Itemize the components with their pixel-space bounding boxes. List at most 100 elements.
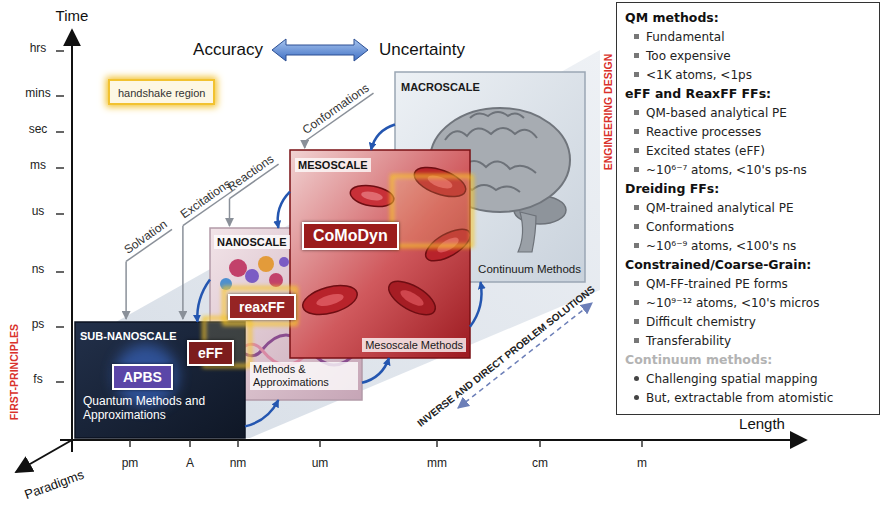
label-holder: sec [29,119,48,137]
text-holder: MESOSCALE [295,155,371,173]
info-row: eFF and ReaxFF FFs: [625,84,871,103]
info-row: Fundamental [625,27,871,46]
axis-label: Length [739,415,785,432]
section-heading: Dreiding FFs: [625,181,719,196]
label-holder: Accuracy [193,40,263,60]
label-holder: pm [122,453,139,471]
scale-label: NANOSCALE [214,235,290,249]
axis-label: Conformations [300,81,372,137]
info-row: QM-trained analytical PE [625,198,871,217]
label-holder: cm [532,453,548,471]
axis-label: INVERSE AND DIRECT PROBLEM SOLUTIONS [415,284,597,429]
axis-label: mins [25,86,50,100]
label-holder: nm [230,453,247,471]
axis-label: Time [56,7,89,24]
info-row: Continuum methods: [625,350,871,369]
axis-label: Accuracy [193,40,263,59]
accuracy-arrow [272,39,368,61]
blood-cell-picture [300,161,470,321]
bullet-item: Conformations [646,220,734,234]
square-bullet [634,110,639,115]
square-bullet [634,148,639,153]
info-row: But, extractable from atomistic [625,388,871,407]
bullet-item: ~10⁶⁻⁹ atoms, <100's ns [646,239,796,253]
label-holder: fs [33,369,42,387]
bullet-item: ~10⁶⁻⁷ atoms, <10's ps-ns [646,163,807,177]
scale-panel: MESOSCALE Mesoscale Methods CoMoDyn [290,150,470,358]
coupling-arrow [245,400,278,426]
round-bullet [634,395,639,400]
square-bullet [634,243,639,248]
square-bullet [634,72,639,77]
axis-label: ps [32,317,45,331]
scale-panel: NANOSCALEMethods & ApproximationsreaxFF [210,228,362,400]
scale-label: SUB-NANOSCALE [80,330,177,342]
bullet-item: QM-FF-trained PE forms [646,277,788,291]
legend-text: handshake region [118,87,205,99]
coupling-arrow [278,192,290,228]
axis-label: Reactions [225,152,277,194]
square-bullet [634,224,639,229]
label-holder: ms [30,155,46,173]
method-label: Methods & Approximations [250,362,358,390]
coupling-arrow [197,280,210,322]
axis-label: ms [30,158,46,172]
label-holder: ns [32,259,45,277]
label-holder: Conformations [298,78,372,138]
axis-label: sec [29,122,48,136]
label-holder: hrs [30,38,47,56]
square-bullet [634,205,639,210]
label-holder: Reactions [223,149,277,194]
bullet-item: But, extractable from atomistic [646,391,833,405]
label-holder: Length [739,415,785,433]
axis-label: mm [427,456,447,470]
axis-label: Paradigms [22,467,86,502]
info-row: Too expensive [625,46,871,65]
square-bullet [634,300,639,305]
section-heading: QM methods: [625,10,719,25]
scale-panel: MACROSCALEContinuum Methods [395,72,585,282]
scale-label: MESOSCALE [295,158,371,172]
text-holder: SUB-NANOSCALE [80,326,177,344]
info-panel: QM methods: FundamentalToo expensive<1K a… [616,2,880,415]
method-box: APBS [112,364,173,390]
section-heading: eFF and ReaxFF FFs: [625,86,771,101]
info-row: QM-based analytical PE [625,103,871,122]
square-bullet [634,129,639,134]
info-row: ~10⁶⁻⁹ atoms, <100's ns [625,236,871,255]
info-row: Challenging spatial mapping [625,369,871,388]
method-box: CoMoDyn [302,222,399,250]
label-holder: FIRST-PRINCIPLES [4,324,22,420]
method-name: CoMoDyn [313,227,388,245]
legend-swatch: handshake region [108,79,215,105]
info-row: ~10⁶⁻⁷ atoms, <10's ps-ns [625,160,871,179]
info-row: <1K atoms, <1ps [625,65,871,84]
label-holder: ps [32,314,45,332]
bullet-item: Transferability [646,334,731,348]
info-row: QM methods: [625,8,871,27]
bullet-item: QM-trained analytical PE [646,201,794,215]
axis-label: us [32,204,45,218]
method-label: Mesoscale Methods [362,338,466,352]
sub-nanoscale-panel [75,322,245,438]
axis-label: nm [230,456,247,470]
section-heading: Constrained/Coarse-Grain: [625,257,811,272]
handshake-glows [204,176,472,366]
info-row: Conformations [625,217,871,236]
coupling-arrow [371,125,395,151]
round-bullet [634,376,639,381]
axis-label: hrs [30,41,47,55]
bullet-item: Reactive processes [646,125,761,139]
bullet-item: Excited states (eFF) [646,144,765,158]
label-holder: Paradigms [22,465,87,503]
info-row: Constrained/Coarse-Grain: [625,255,871,274]
info-row: ~10⁹⁻¹² atoms, <10's micros [625,293,871,312]
info-row: Dreiding FFs: [625,179,871,198]
square-bullet [634,34,639,39]
text-holder: Mesoscale Methods [362,335,466,353]
text-holder: Continuum Methods [478,259,581,277]
axis-label: fs [33,372,42,386]
label-holder: Solvation [120,214,171,257]
info-row: Reactive processes [625,122,871,141]
